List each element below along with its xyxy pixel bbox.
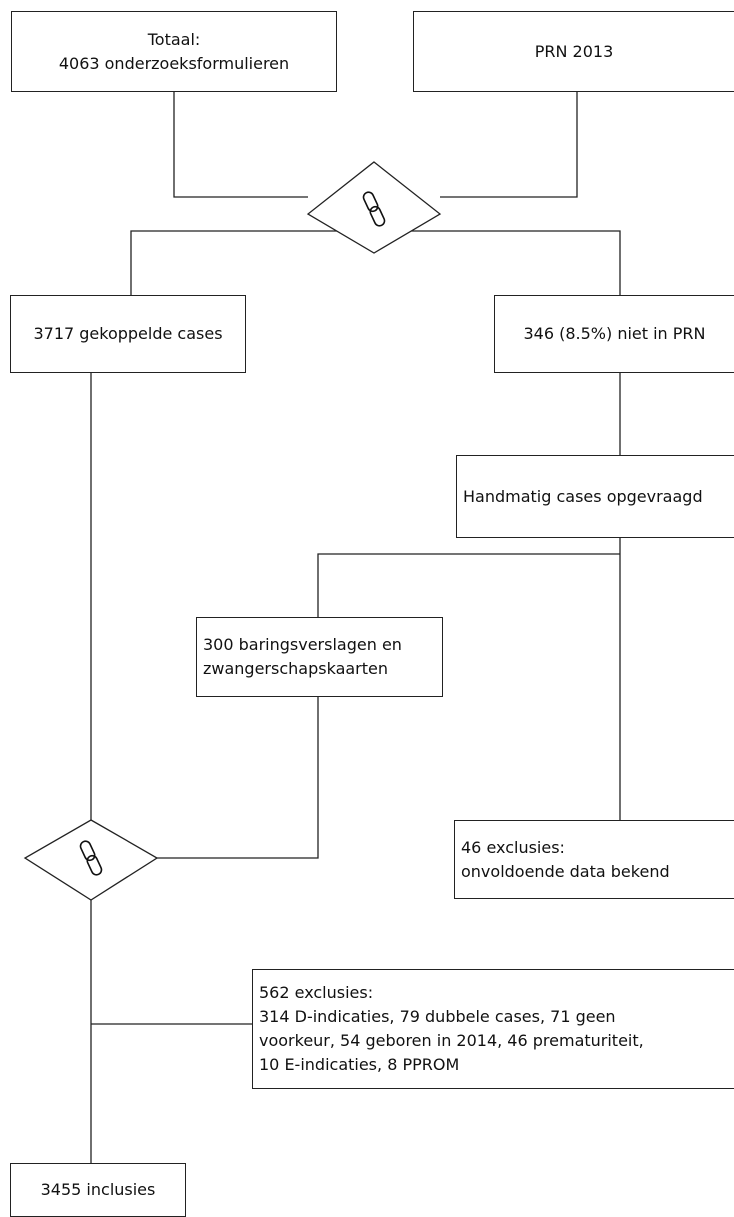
exclusions-562-box: 562 exclusies: 314 D-indicaties, 79 dubb… — [252, 969, 734, 1089]
exclusions-562-detail-3: 10 E-indicaties, 8 PPROM — [259, 1055, 460, 1074]
connector-prn-to-merge — [440, 92, 578, 198]
chain-link-icon — [79, 840, 103, 876]
total-forms-count: 4063 onderzoeksformulieren — [58, 53, 290, 73]
exclusions-562-detail-1: 314 D-indicaties, 79 dubbele cases, 71 g… — [259, 1007, 616, 1026]
exclusions-46-title: 46 exclusies: — [461, 837, 565, 857]
exclusions-46-reason: onvoldoende data bekend — [461, 861, 670, 881]
records-line1: 300 baringsverslagen en — [203, 635, 402, 654]
prn-2013-box: PRN 2013 — [413, 11, 734, 92]
records-line2: zwangerschapskaarten — [203, 659, 389, 678]
exclusions-562-detail-2: voorkeur, 54 geboren in 2014, 46 prematu… — [259, 1031, 644, 1050]
manual-request-label: Handmatig cases opgevraagd — [463, 486, 703, 506]
records-box: 300 baringsverslagen en zwangerschapskaa… — [196, 617, 443, 697]
total-forms-title: Totaal: — [147, 29, 201, 49]
connector-manual-to-records — [317, 553, 620, 617]
not-in-prn-box: 346 (8.5%) niet in PRN — [494, 295, 734, 373]
manual-request-box: Handmatig cases opgevraagd — [456, 455, 734, 538]
not-in-prn-label: 346 (8.5%) niet in PRN — [523, 324, 706, 343]
connector-records-to-bottom-merge — [157, 697, 319, 859]
chain-link-icon — [362, 191, 386, 227]
inclusions-label: 3455 inclusies — [40, 1180, 156, 1199]
exclusions-46-box: 46 exclusies: onvoldoende data bekend — [454, 820, 734, 899]
exclusions-562-title: 562 exclusies: — [259, 983, 374, 1002]
inclusions-box: 3455 inclusies — [10, 1163, 186, 1217]
prn-2013-label: PRN 2013 — [534, 41, 614, 61]
linked-cases-label: 3717 gekoppelde cases — [33, 324, 223, 343]
merge-diamond-top — [306, 161, 442, 254]
connector-total-to-merge — [173, 92, 308, 198]
total-forms-box: Totaal: 4063 onderzoeksformulieren — [11, 11, 337, 92]
linked-cases-box: 3717 gekoppelde cases — [10, 295, 246, 373]
merge-diamond-bottom — [23, 819, 159, 901]
